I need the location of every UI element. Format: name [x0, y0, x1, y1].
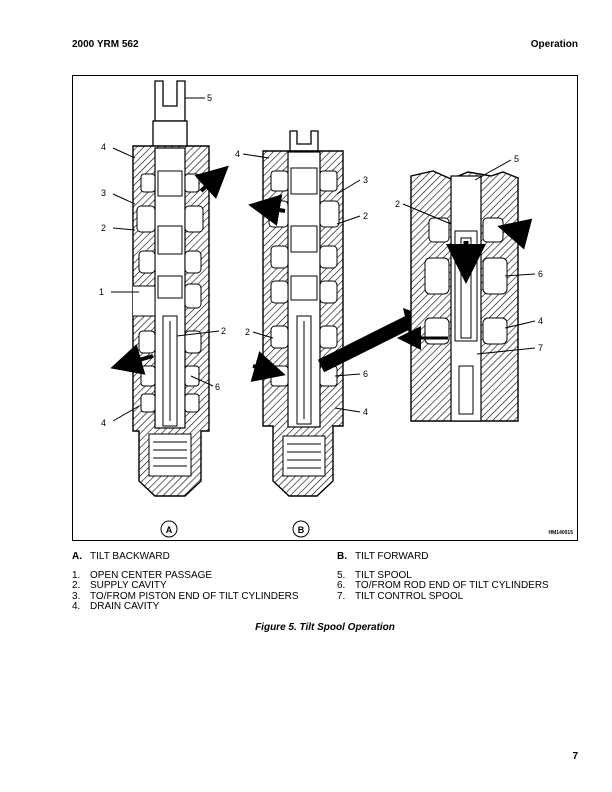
callout-b-4: 4 — [235, 149, 240, 159]
callout-b-6: 6 — [363, 369, 368, 379]
valve-section-a: 5 4 3 2 1 2 6 4 A — [99, 80, 229, 538]
flow-arrow-large — [317, 314, 415, 373]
valve-section-b: 4 3 2 2 6 4 B — [235, 130, 368, 538]
legend-item-2: 2. SUPPLY CAVITY — [72, 580, 167, 591]
callout-a-2: 2 — [101, 223, 106, 233]
header-doc-code: 2000 YRM 562 — [72, 39, 139, 50]
callout-b-3: 3 — [363, 175, 368, 185]
callout-c-4: 4 — [538, 316, 543, 326]
valve-detail-c: 5 2 6 4 7 — [395, 154, 543, 422]
callout-b-4b: 4 — [363, 407, 368, 417]
callout-c-7: 7 — [538, 343, 543, 353]
callout-b-2b: 2 — [245, 327, 250, 337]
legend-item-4: 4. DRAIN CAVITY — [72, 601, 160, 612]
legend-item-1: 1. OPEN CENTER PASSAGE — [72, 569, 213, 581]
tilt-spool-diagram: 5 4 3 2 1 2 6 4 A — [99, 80, 543, 538]
callout-c-2: 2 — [395, 199, 400, 209]
callout-a-3: 3 — [101, 188, 106, 198]
page-number: 7 — [572, 751, 578, 762]
figure-caption: Figure 5. Tilt Spool Operation — [255, 622, 395, 633]
callout-c-6: 6 — [538, 269, 543, 279]
callout-a-4: 4 — [101, 142, 106, 152]
legend-item-b: B. TILT FORWARD — [337, 551, 429, 562]
legend-item-5: 5. TILT SPOOL — [337, 569, 412, 581]
header-section: Operation — [530, 39, 578, 50]
legend-item-3: 3. TO/FROM PISTON END OF TILT CYLINDERS — [72, 590, 299, 602]
figure-frame: 5 4 3 2 1 2 6 4 A — [72, 75, 578, 541]
legend-right: B. TILT FORWARD 5. TILT SPOOL 6. TO/FROM… — [337, 551, 549, 602]
legend-item-7: 7. TILT CONTROL SPOOL — [337, 590, 464, 602]
callout-a-1: 1 — [99, 287, 104, 297]
legend-item-6: 6. TO/FROM ROD END OF TILT CYLINDERS — [337, 580, 549, 591]
legend-item-a: A. TILT BACKWARD — [72, 551, 170, 562]
callout-a-2b: 2 — [221, 326, 226, 336]
legend-left: A. TILT BACKWARD 1. OPEN CENTER PASSAGE … — [72, 551, 299, 613]
callout-c-5: 5 — [514, 154, 519, 164]
callout-a-5: 5 — [207, 93, 212, 103]
callout-a-4b: 4 — [101, 418, 106, 428]
figure-code: HM140015 — [548, 530, 573, 536]
panel-label-a: A — [166, 525, 173, 535]
panel-label-b: B — [298, 525, 305, 535]
callout-b-2: 2 — [363, 211, 368, 221]
callout-a-6: 6 — [215, 382, 220, 392]
